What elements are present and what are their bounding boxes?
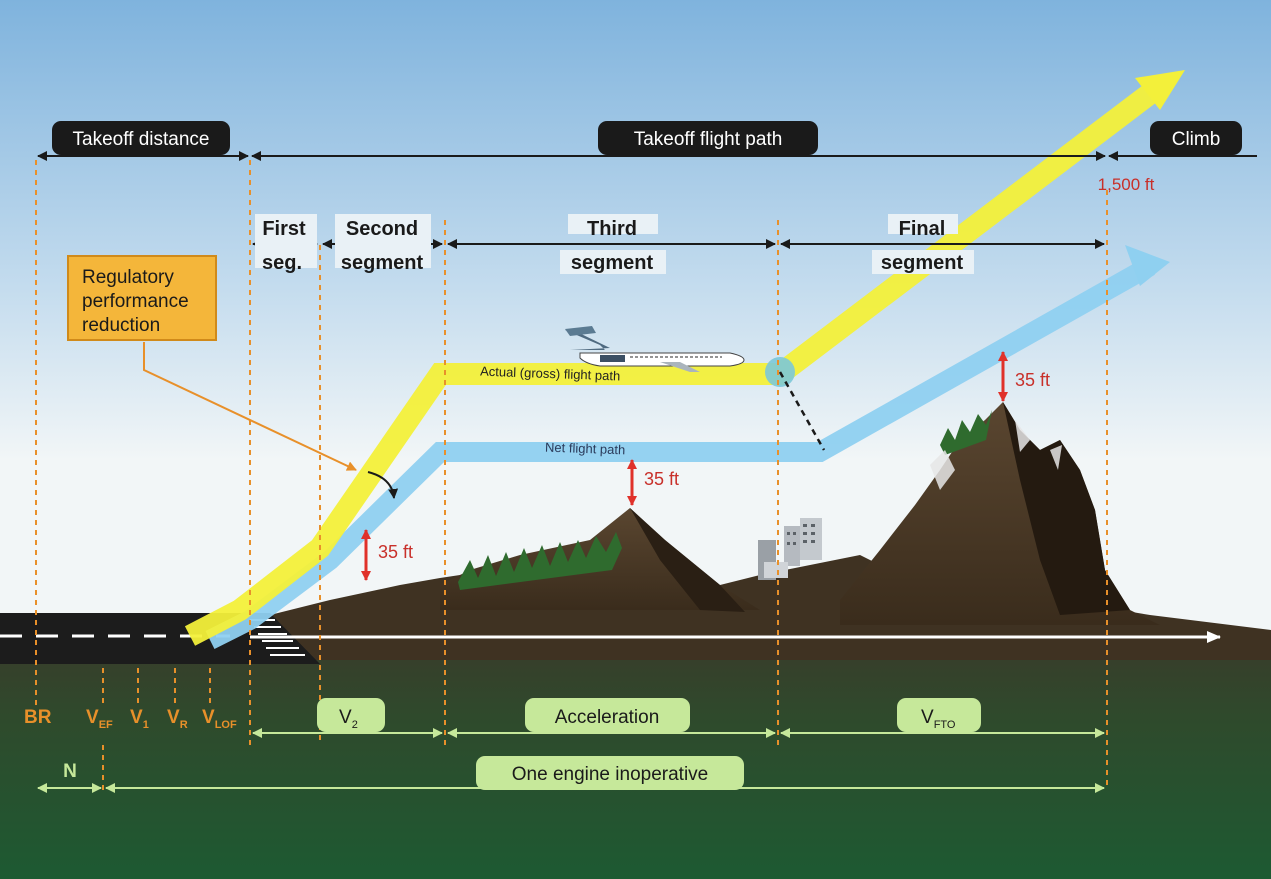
regulatory-callout: Regulatory performance reduction (68, 256, 216, 340)
pill-takeoff-flight-path-label: Takeoff flight path (634, 129, 783, 150)
pill-oei: One engine inoperative (476, 756, 744, 790)
seg-first-line1: First (262, 218, 306, 240)
seg-first-line2: seg. (262, 252, 302, 274)
seg-third-line1: Third (587, 218, 637, 240)
clearance-label-1: 35 ft (378, 542, 413, 562)
pill-takeoff-distance-label: Takeoff distance (73, 129, 210, 150)
ground (0, 630, 1271, 879)
clearance-label-2: 35 ft (644, 469, 679, 489)
pill-climb-label: Climb (1172, 129, 1221, 150)
seg-second-line1: Second (346, 218, 418, 240)
pill-oei-label: One engine inoperative (512, 764, 708, 785)
net-path-label: Net flight path (545, 440, 626, 458)
pill-acceleration: Acceleration (525, 698, 690, 732)
speed-br: BR (24, 707, 52, 728)
seg-third-line2: segment (571, 252, 654, 274)
regulatory-line1: Regulatory (82, 267, 174, 288)
n-label: N (63, 761, 77, 782)
pill-v2: V2 (317, 698, 385, 732)
clearance-label-3: 35 ft (1015, 370, 1050, 390)
pill-climb: Climb (1150, 121, 1242, 155)
seg-final-line2: segment (881, 252, 964, 274)
pill-vfto: VFTO (897, 698, 981, 732)
altitude-1500-label: 1,500 ft (1098, 175, 1155, 194)
pill-acceleration-label: Acceleration (555, 707, 660, 728)
seg-second-line2: segment (341, 252, 424, 274)
regulatory-line3: reduction (82, 315, 160, 336)
pill-takeoff-flight-path: Takeoff flight path (598, 121, 818, 155)
regulatory-line2: performance (82, 291, 189, 312)
pill-takeoff-distance: Takeoff distance (52, 121, 230, 155)
seg-final-line1: Final (899, 218, 946, 240)
